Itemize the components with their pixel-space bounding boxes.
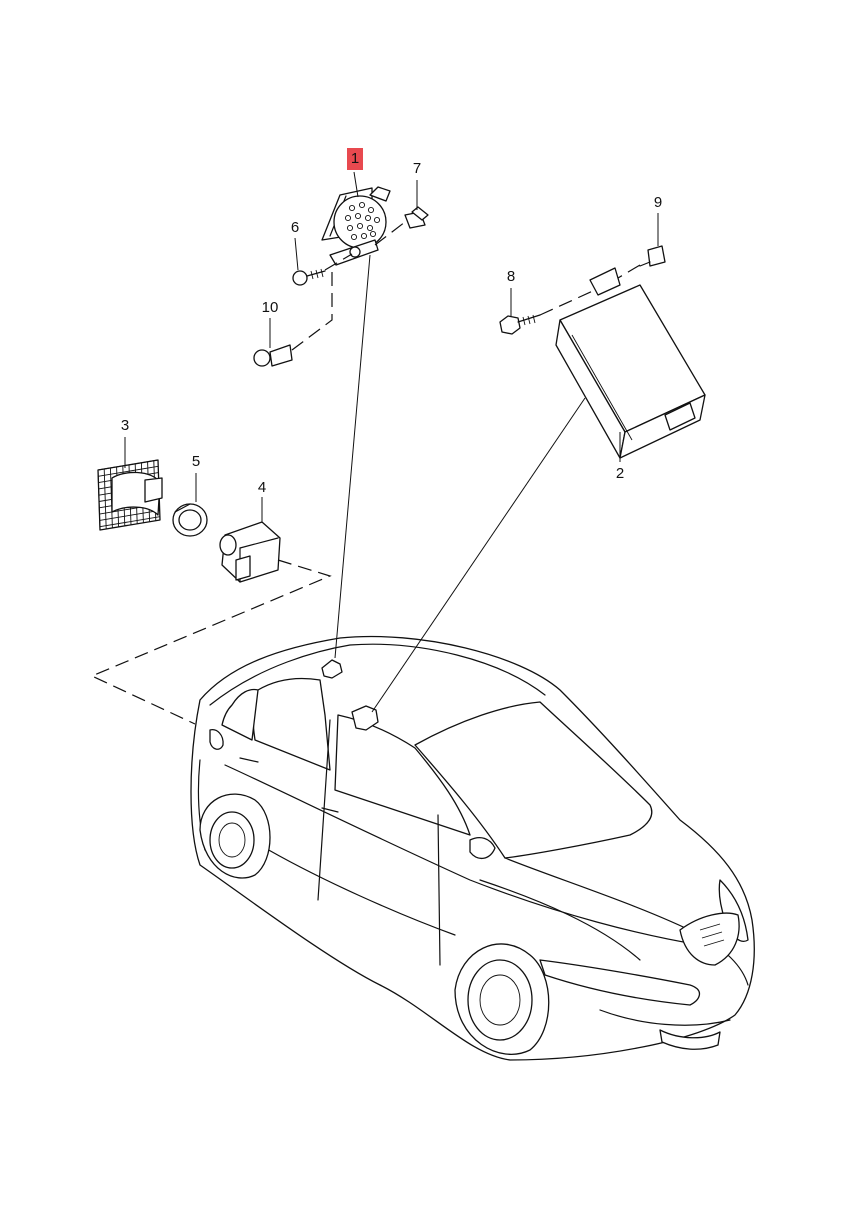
- part-3-bracket-icon: [97, 459, 163, 531]
- roof-sensor-location-icon: [321, 659, 343, 679]
- part-6-bolt-icon: [292, 253, 353, 286]
- callout-label-4: 4: [258, 479, 266, 496]
- callout-layer: 1 2 3 4 5 6 7 8 9 10: [121, 148, 662, 496]
- callout-label-7: 7: [413, 160, 421, 177]
- part-1-sensor-icon: [321, 186, 391, 266]
- part-7-clip-nut-icon: [374, 206, 429, 246]
- callout-label-10: 10: [262, 299, 279, 316]
- callout-highlight: [347, 148, 363, 170]
- part-9-push-rivet-icon: [617, 245, 666, 279]
- callout-label-9: 9: [654, 194, 662, 211]
- part-4-sensor-housing-icon: [219, 521, 281, 583]
- callout-label-6: 6: [291, 219, 299, 236]
- hatchback-car-icon: [190, 635, 755, 1061]
- callout-label-5: 5: [192, 453, 200, 470]
- callout-label-3: 3: [121, 417, 129, 434]
- control-unit-location-icon: [351, 705, 379, 731]
- callout-label-2: 2: [616, 465, 624, 482]
- callout-label-1: 1: [351, 150, 359, 167]
- dashed-assembly-outline: [90, 559, 332, 725]
- part-8-hex-bolt-icon: [499, 289, 596, 335]
- callout-label-8: 8: [507, 268, 515, 285]
- part-5-ring-seal-icon: [172, 503, 208, 537]
- part-10-expanding-rivet-icon: [253, 272, 333, 367]
- part-2-control-unit-icon: [555, 267, 706, 459]
